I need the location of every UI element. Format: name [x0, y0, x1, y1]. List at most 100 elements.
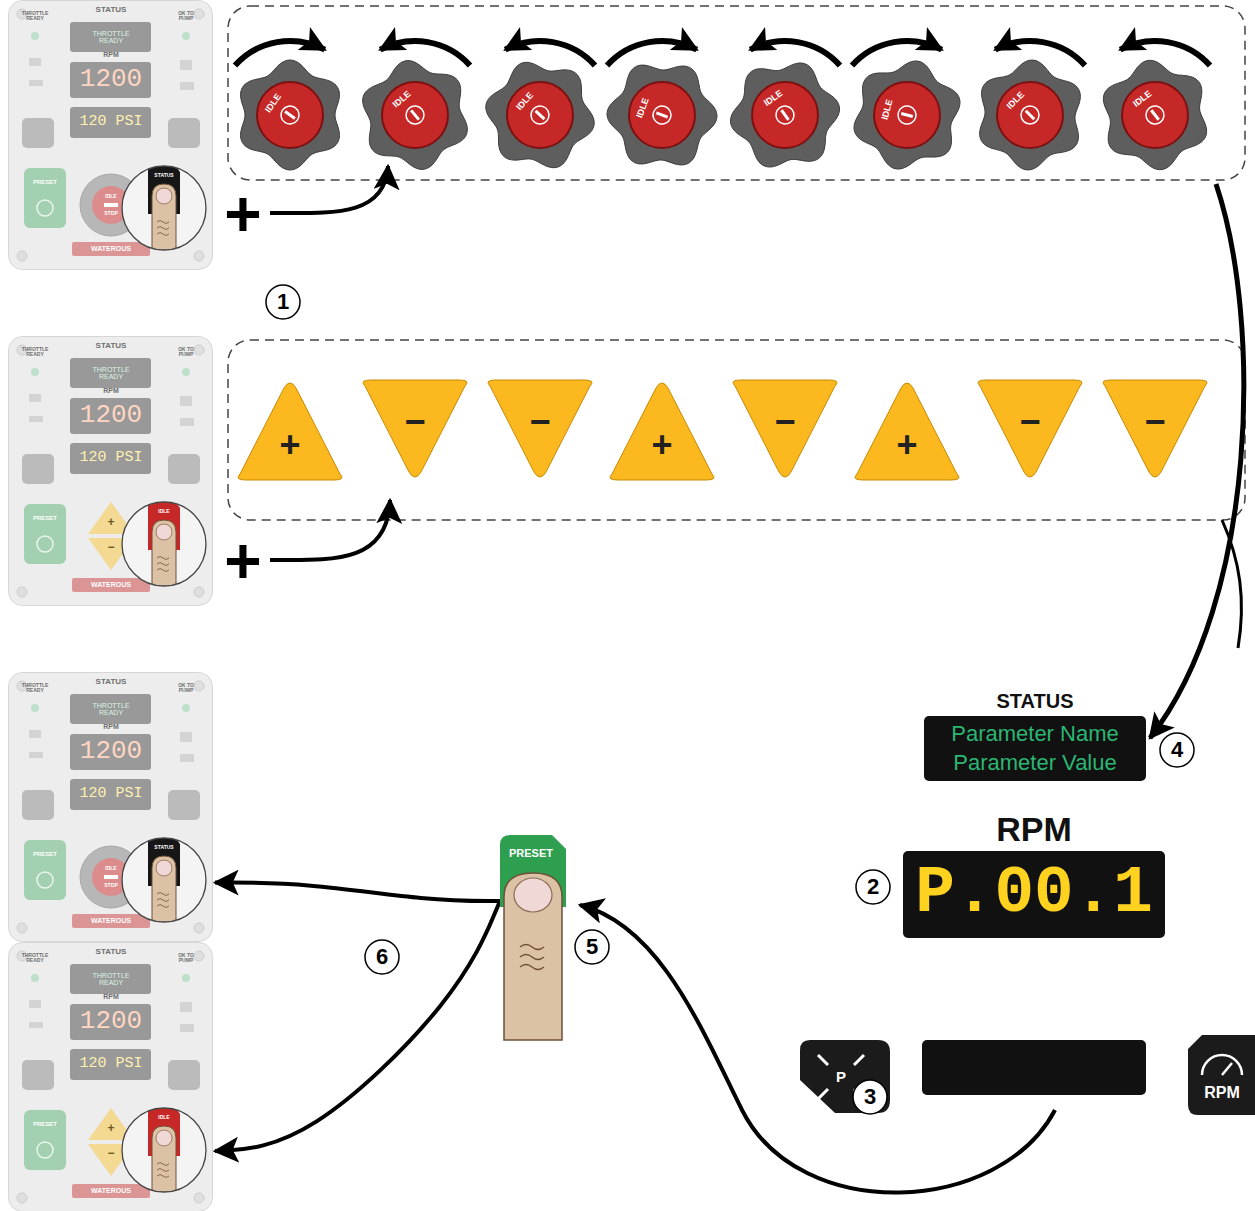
- display-text: THROTTLE READY: [81, 366, 141, 381]
- callout-circle: [856, 870, 890, 904]
- display-text: THROTTLE READY: [81, 972, 141, 987]
- display-text: THROTTLE READY: [81, 30, 141, 45]
- knob-row: [235, 41, 1210, 170]
- idle-knob: [1103, 60, 1206, 169]
- indicator-label: OK TO PUMP: [171, 683, 201, 694]
- button-sign: −: [529, 403, 550, 441]
- pressure-readout: 120 PSI: [79, 114, 142, 130]
- step-arrow: [270, 166, 388, 213]
- button-label: PRESET: [33, 1121, 57, 1127]
- parameter-text: Parameter Value: [936, 749, 1134, 778]
- callout-number: 4: [1171, 738, 1183, 761]
- knob-label: IDLE: [1132, 89, 1154, 109]
- knob-label: IDLE: [391, 89, 413, 109]
- preset-shape: [500, 835, 566, 907]
- callout-circle: [365, 940, 399, 974]
- rpm-button: RPM: [1188, 1035, 1253, 1115]
- minus-button: [1103, 380, 1207, 477]
- step-arrow: [270, 500, 390, 560]
- callout-circles: [266, 285, 1194, 1114]
- panel-heading: STATUS: [96, 948, 127, 956]
- rotation-arrow: [607, 41, 697, 65]
- button-label: PRESET: [509, 848, 553, 860]
- callout-circle: [266, 285, 300, 319]
- minus-button: [733, 380, 837, 477]
- idle-knob: [854, 61, 960, 169]
- pressure-readout: 120 PSI: [79, 450, 142, 466]
- rpm-readout: 1200: [80, 66, 142, 93]
- knob-group-frame: [228, 6, 1245, 180]
- rotation-arrow: [505, 41, 595, 65]
- callout-number: 6: [376, 945, 388, 968]
- control-panel: STATUS THROTTLE READY THROTTLE READY OK TO …: [8, 336, 213, 606]
- callout-number: 5: [586, 935, 598, 958]
- plus-button: [855, 383, 959, 480]
- knob-label: IDLE: [515, 91, 536, 113]
- button-sign: +: [279, 426, 300, 464]
- callout-circle: [853, 1080, 887, 1114]
- display-heading: RPM: [103, 993, 119, 1000]
- button-letter: P: [836, 1069, 846, 1085]
- rotation-arrow: [380, 41, 470, 65]
- status-screen: Parameter NameParameter Value: [924, 716, 1146, 781]
- callout-number: 1: [277, 290, 289, 313]
- control-panel: STATUS THROTTLE READY THROTTLE READY OK TO …: [8, 672, 213, 942]
- button-sign: −: [107, 541, 114, 554]
- step-arrow: [215, 901, 500, 1151]
- rotation-arrow: [1120, 41, 1210, 65]
- display-heading: RPM: [103, 387, 119, 394]
- callout-circle: [1160, 733, 1194, 767]
- idle-knob: [241, 60, 340, 170]
- rpm-code: P.00.1: [915, 853, 1153, 936]
- brand-label: WATEROUS: [91, 245, 131, 252]
- knob-label: IDLE: [762, 89, 784, 108]
- plus-sign: +: [224, 528, 261, 595]
- button-row: [238, 380, 1207, 480]
- button-label: PRESET: [33, 179, 57, 185]
- indicator-label: OK TO PUMP: [171, 11, 201, 22]
- minus-button: [978, 380, 1082, 477]
- plus-sign: +: [224, 181, 261, 248]
- button-label: STATUS: [154, 845, 173, 850]
- button-sign: −: [774, 403, 795, 441]
- button-label: IDLE: [158, 509, 169, 514]
- minus-button: [488, 380, 592, 477]
- display-heading: RPM: [103, 723, 119, 730]
- panel-heading: STATUS: [96, 6, 127, 14]
- rpm-readout: 1200: [80, 1008, 142, 1035]
- status-display: STATUSParameter NameParameter Value: [924, 690, 1146, 781]
- button-sign: +: [107, 516, 114, 529]
- callout-number: 3: [864, 1085, 876, 1108]
- indicator-label: THROTTLE READY: [18, 347, 52, 358]
- plus-button: [610, 383, 714, 480]
- button-sign: +: [896, 426, 917, 464]
- button-sign: +: [651, 426, 672, 464]
- panel-heading: STATUS: [96, 342, 127, 350]
- pressure-readout: 120 PSI: [79, 786, 142, 802]
- knob-label: STOP: [104, 883, 118, 888]
- knob-label: IDLE: [880, 99, 894, 121]
- button-sign: −: [1019, 403, 1040, 441]
- button-sign: −: [404, 403, 425, 441]
- minus-button: [363, 380, 467, 477]
- knob-label: IDLE: [105, 194, 116, 199]
- button-label: PRESET: [33, 851, 57, 857]
- indicator-label: OK TO PUMP: [171, 347, 201, 358]
- display-text: THROTTLE READY: [81, 702, 141, 717]
- idle-knob: [486, 62, 594, 167]
- callout-circle: [575, 930, 609, 964]
- idle-knob: [980, 60, 1081, 170]
- step-arrow: [215, 883, 500, 901]
- knob-label: IDLE: [264, 92, 283, 114]
- rotation-arrow: [235, 41, 325, 65]
- rpm-screen: P.00.1: [903, 851, 1165, 938]
- indicator-label: THROTTLE READY: [18, 683, 52, 694]
- knob-label: STOP: [104, 211, 118, 216]
- merge-line: [1222, 520, 1241, 648]
- button-sign: −: [107, 1147, 114, 1160]
- p-button: [800, 1040, 890, 1113]
- indicator-label: THROTTLE READY: [18, 953, 52, 964]
- control-panel: STATUS THROTTLE READY THROTTLE READY OK TO …: [8, 942, 213, 1210]
- indicator-label: OK TO PUMP: [171, 953, 201, 964]
- knob-label: IDLE: [635, 97, 651, 120]
